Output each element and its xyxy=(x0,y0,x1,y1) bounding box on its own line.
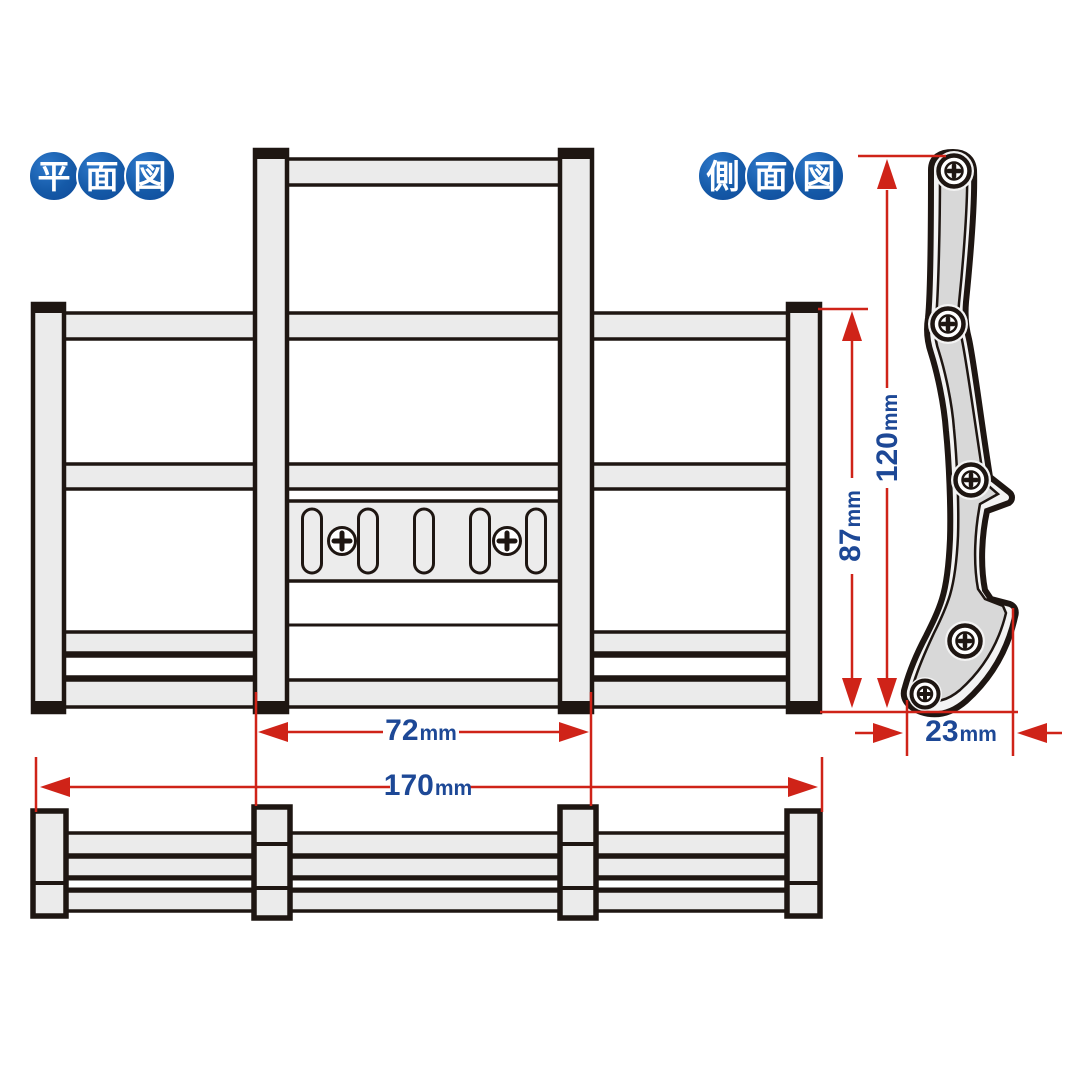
side-view-badge: 側 面 図 xyxy=(697,150,845,202)
rail xyxy=(47,630,289,655)
rail xyxy=(558,654,808,679)
arrowhead xyxy=(1017,723,1047,743)
rail xyxy=(47,855,808,879)
arrowhead xyxy=(873,723,903,743)
rail xyxy=(47,678,808,709)
badge-char: 平 xyxy=(28,150,80,202)
dim-value: 170 xyxy=(383,769,434,802)
dim-unit: mm xyxy=(434,777,473,800)
arrowhead xyxy=(258,722,288,742)
dim-label-side-height: 87mm xyxy=(834,490,867,562)
slot xyxy=(413,507,435,575)
rail xyxy=(47,877,808,891)
plan-view-drawing xyxy=(30,147,823,715)
post-cap xyxy=(31,302,66,313)
badge-char: 図 xyxy=(124,150,176,202)
screw-icon xyxy=(908,677,942,711)
dim-value: 72 xyxy=(385,714,419,747)
dim-unit: mm xyxy=(419,722,457,745)
badge-char: 図 xyxy=(793,150,845,202)
dimension-lines xyxy=(34,154,1062,812)
post xyxy=(251,804,293,921)
screw-icon xyxy=(492,526,522,556)
badge-char: 面 xyxy=(745,150,797,202)
dim-label-inner-width: 72mm xyxy=(385,716,457,746)
dim-unit: mm xyxy=(959,723,997,746)
screw-icon xyxy=(934,151,974,191)
dim-side-height xyxy=(818,307,868,708)
dim-value: 120 xyxy=(871,432,904,483)
rail xyxy=(47,311,808,341)
post xyxy=(785,301,823,715)
dim-inner-width xyxy=(254,692,593,806)
badge-char: 面 xyxy=(76,150,128,202)
slot xyxy=(525,507,547,575)
post xyxy=(252,147,290,715)
arrowhead xyxy=(877,159,897,189)
arrowhead xyxy=(788,777,818,797)
post-cap xyxy=(558,148,594,159)
post-cap xyxy=(558,701,594,712)
arrowhead xyxy=(559,722,589,742)
rail xyxy=(558,630,808,655)
slot xyxy=(469,507,491,575)
dim-value: 23 xyxy=(925,715,959,748)
rail xyxy=(47,889,808,913)
side-view-drawing xyxy=(900,148,1019,718)
dim-total-width xyxy=(34,757,824,812)
post xyxy=(30,301,67,715)
mounting-plate xyxy=(285,499,564,583)
post-cap xyxy=(786,701,822,712)
badge-char: 側 xyxy=(697,150,749,202)
dim-value: 87 xyxy=(834,528,867,562)
rail xyxy=(47,462,808,491)
post-cap xyxy=(253,148,289,159)
arrowhead xyxy=(40,777,70,797)
screw-icon xyxy=(945,621,985,661)
post xyxy=(557,804,599,921)
dim-unit: mm xyxy=(879,393,902,432)
post xyxy=(784,808,823,919)
screw-icon xyxy=(928,304,968,344)
post-cap xyxy=(786,302,822,313)
slot xyxy=(301,507,323,575)
screw-icon xyxy=(327,526,357,556)
slot xyxy=(357,507,379,575)
post xyxy=(30,808,69,919)
screw-icon xyxy=(951,460,991,500)
dim-bracket-depth xyxy=(855,608,1062,756)
front-view-drawing xyxy=(30,804,823,921)
plan-view-badge: 平 面 図 xyxy=(28,150,176,202)
dim-total-height xyxy=(858,154,946,708)
post-cap xyxy=(31,701,66,712)
arrowhead xyxy=(842,678,862,708)
rail xyxy=(47,831,808,857)
arrowhead xyxy=(842,311,862,341)
rail xyxy=(47,654,289,679)
dim-label-bracket-depth: 23mm xyxy=(925,717,997,747)
dim-label-total-width: 170mm xyxy=(384,771,472,801)
post-cap xyxy=(253,701,289,712)
dim-label-total-height: 120mm xyxy=(871,393,904,483)
side-bracket-inner-panel xyxy=(911,157,1008,703)
arrowhead xyxy=(877,678,897,708)
post xyxy=(557,147,595,715)
dim-unit: mm xyxy=(842,490,865,528)
rail xyxy=(264,157,578,187)
